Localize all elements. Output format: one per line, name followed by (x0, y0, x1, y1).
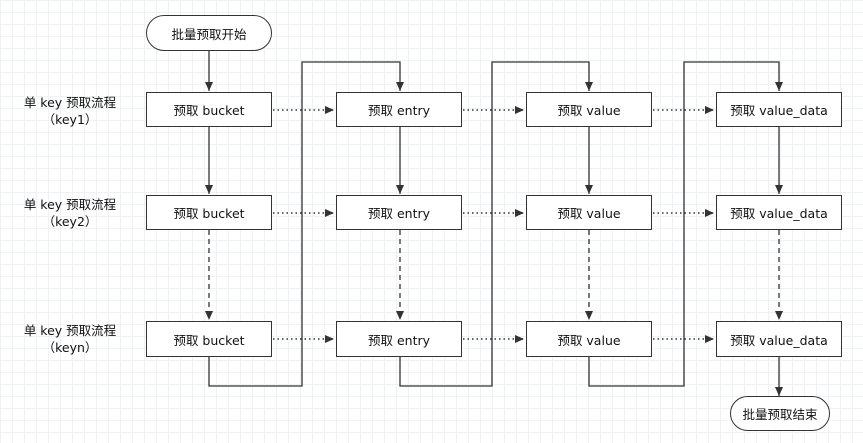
value-box-r2: 预取 value (526, 195, 652, 230)
row-label-key: （key1） (42, 112, 98, 127)
entry-box-r1: 预取 entry (336, 92, 462, 127)
value-data-box-r3: 预取 value_data (716, 321, 842, 357)
row-label-key1: 单 key 预取流程 （key1） (0, 94, 140, 128)
row-label-key: （keyn） (42, 340, 98, 355)
row-label-title: 单 key 预取流程 (23, 95, 117, 110)
bucket-box-r2: 预取 bucket (146, 195, 272, 230)
row-label-title: 单 key 预取流程 (23, 323, 117, 338)
row-label-keyn: 单 key 预取流程 （keyn） (0, 322, 140, 356)
loop-connector-value-to-valuedata (588, 61, 783, 387)
value-data-box-r2: 预取 value_data (716, 195, 842, 230)
bucket-box-r1: 预取 bucket (146, 92, 272, 127)
bucket-box-r3: 预取 bucket (146, 321, 272, 357)
start-node: 批量预取开始 (146, 15, 272, 51)
row-label-key: （key2） (42, 214, 98, 229)
entry-box-r3: 预取 entry (336, 321, 462, 357)
loop-connector-entry-to-value (399, 61, 593, 387)
value-box-r3: 预取 value (526, 321, 652, 357)
loop-connector-bucket-to-entry (208, 61, 404, 387)
value-data-box-r1: 预取 value_data (716, 92, 842, 127)
entry-box-r2: 预取 entry (336, 195, 462, 230)
value-box-r1: 预取 value (526, 92, 652, 127)
row-label-key2: 单 key 预取流程 （key2） (0, 196, 140, 230)
end-node: 批量预取结束 (730, 396, 830, 431)
row-label-title: 单 key 预取流程 (23, 197, 117, 212)
